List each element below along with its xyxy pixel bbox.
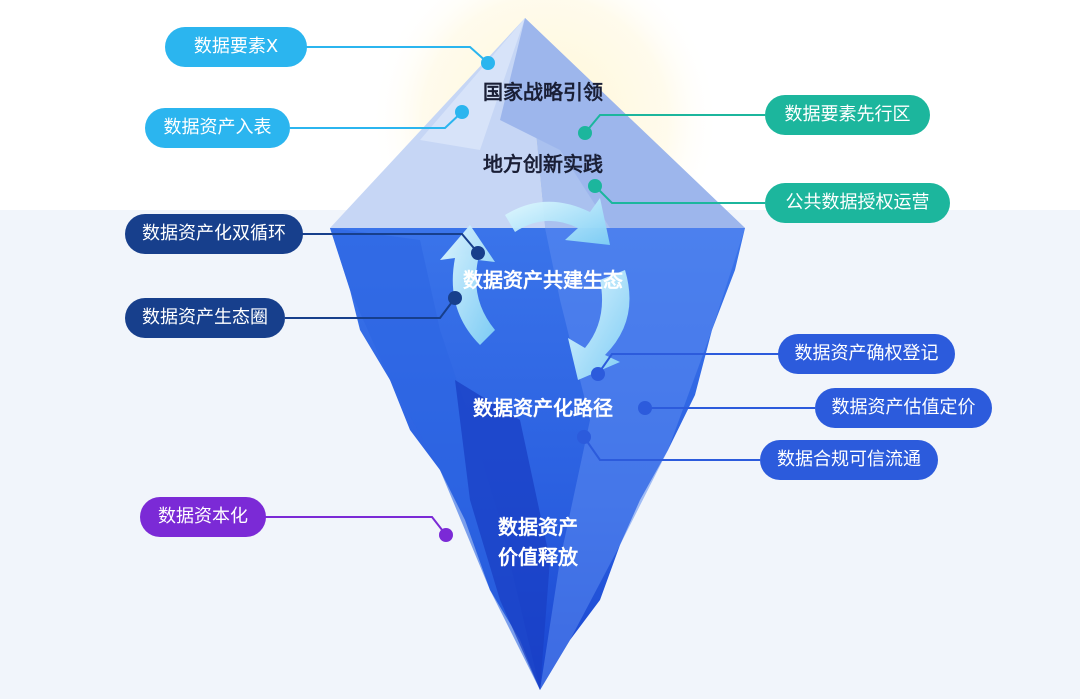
iceberg-tip-highlight: [420, 18, 525, 150]
dot-elements-x: [481, 56, 495, 70]
dot-capitalization: [439, 528, 453, 542]
label-asset-path: 数据资产化路径: [473, 396, 613, 420]
dot-asset-entry: [455, 105, 469, 119]
dot-dual-cycle: [471, 246, 485, 260]
label-value-release: 数据资产 价值释放: [498, 512, 578, 572]
connector-capitalization: [265, 516, 447, 536]
tag-pilot-zone: 数据要素先行区: [765, 95, 930, 135]
connector-compliance: [583, 436, 760, 461]
dot-ecosphere: [448, 291, 462, 305]
connector-registration: [597, 353, 780, 375]
tag-asset-entry: 数据资产入表: [145, 108, 290, 148]
dot-valuation: [638, 401, 652, 415]
connector-pilot-zone: [584, 114, 765, 134]
dot-pilot-zone: [578, 126, 592, 140]
label-local-innovation: 地方创新实践: [483, 152, 603, 176]
cycle-arrow-right: [568, 270, 630, 380]
connector-ecosphere: [285, 297, 456, 319]
connector-dual-cycle: [300, 233, 479, 254]
label-ecosystem: 数据资产共建生态: [463, 268, 623, 292]
tag-compliance: 数据合规可信流通: [760, 440, 938, 480]
tag-ecosphere: 数据资产生态圈: [125, 298, 285, 338]
iceberg-body-left-shade: [330, 228, 540, 690]
connector-authorized-operation: [594, 185, 765, 204]
iceberg-tip-facet: [500, 18, 745, 228]
tag-registration: 数据资产确权登记: [778, 334, 955, 374]
tag-valuation: 数据资产估值定价: [815, 388, 992, 428]
tag-dual-cycle: 数据资产化双循环: [125, 214, 303, 254]
connector-asset-entry: [290, 111, 463, 129]
tag-authorized-operation: 公共数据授权运营: [765, 183, 950, 223]
label-value-release-line1: 数据资产: [498, 515, 578, 539]
dot-compliance: [577, 430, 591, 444]
tag-capitalization: 数据资本化: [140, 497, 266, 537]
dot-registration: [591, 367, 605, 381]
dot-authorized-operation: [588, 179, 602, 193]
label-national-strategy: 国家战略引领: [483, 80, 603, 104]
connector-elements-x: [290, 46, 489, 64]
label-value-release-line2: 价值释放: [498, 545, 578, 569]
iceberg-deep-facet: [455, 380, 550, 690]
cycle-arrow-top: [505, 198, 610, 245]
tag-elements-x: 数据要素X: [165, 27, 307, 67]
